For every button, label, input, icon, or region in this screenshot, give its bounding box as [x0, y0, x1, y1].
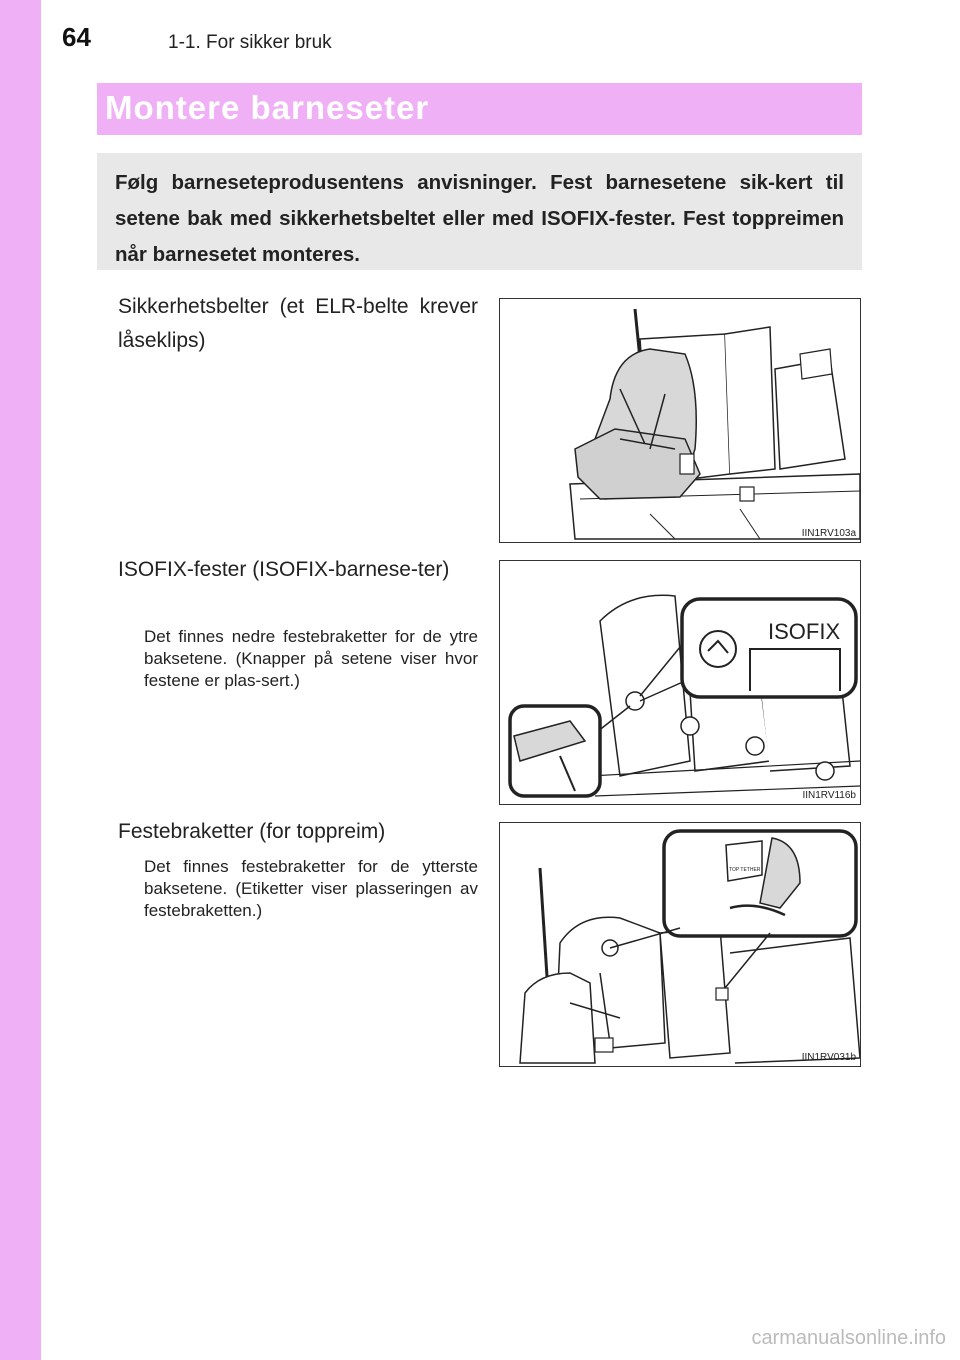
isofix-label: ISOFIX — [768, 619, 840, 644]
top-tether-label: TOP TETHER — [729, 867, 761, 873]
figure-top-tether: TOP TETHER IIN1RV031b — [499, 822, 861, 1067]
figure-code: IIN1RV116b — [802, 790, 856, 801]
section-body-top-tether: Det finnes festebraketter for de ytterst… — [144, 857, 478, 920]
section-title-bar: Montere barneseter — [97, 83, 862, 135]
figure-isofix: ISOFIX IIN1RV116b — [499, 560, 861, 805]
figure-seatbelt-child-seat: IIN1RV103a — [499, 298, 861, 543]
figure-code: IIN1RV031b — [801, 1052, 856, 1063]
figure-code: IIN1RV103a — [801, 528, 856, 539]
section-heading-top-tether: Festebraketter (for toppreim) — [118, 820, 386, 843]
section-heading-seatbelts: Sikkerhetsbelter (et ELR-belte krever lå… — [118, 295, 478, 352]
watermark-text: carmanualsonline.info — [751, 1327, 946, 1349]
page-number: 64 — [62, 22, 91, 52]
chapter-title: 1-1. For sikker bruk — [168, 32, 332, 53]
intro-text: Følg barneseteprodusentens anvisninger. … — [115, 171, 844, 266]
page-title: Montere barneseter — [105, 89, 430, 126]
chapter-side-tab — [0, 0, 41, 1360]
section-body-isofix: Det finnes nedre festebraketter for de y… — [144, 627, 478, 690]
intro-box: Følg barneseteprodusentens anvisninger. … — [97, 153, 862, 270]
section-heading-isofix: ISOFIX-fester (ISOFIX-barnese-ter) — [118, 558, 450, 581]
